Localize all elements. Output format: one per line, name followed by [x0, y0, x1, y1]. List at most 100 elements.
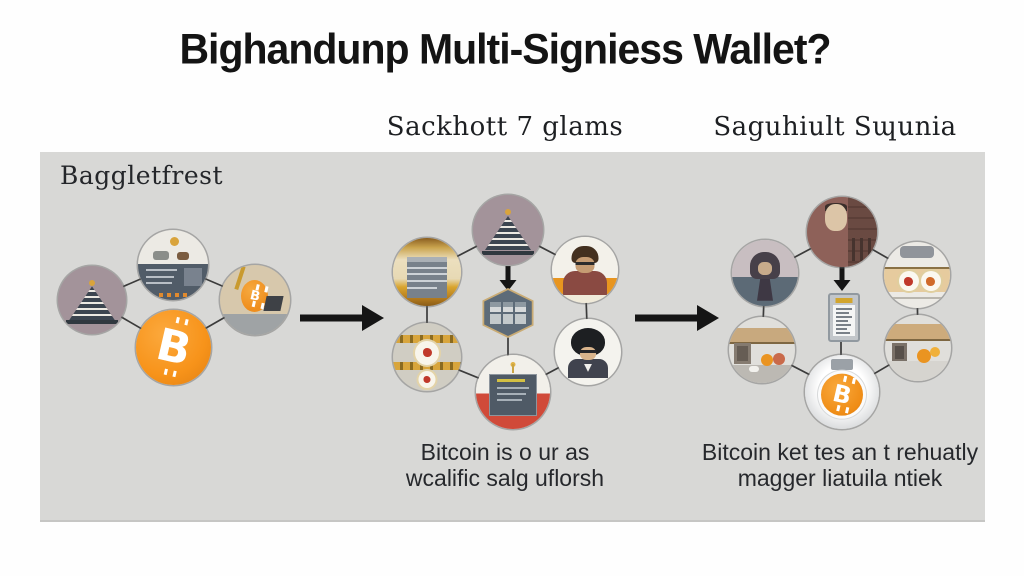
seal-emblem — [926, 276, 936, 286]
coin — [916, 349, 931, 364]
device-text-line — [836, 312, 849, 314]
pyramid-base — [482, 251, 534, 255]
coin-seals-icon — [884, 242, 950, 308]
key-cell — [490, 302, 501, 312]
caption-middle-line1: Bitcoin is o ur as — [420, 439, 590, 465]
document-title-line — [496, 378, 525, 382]
screen-dots — [159, 293, 187, 298]
key-cell — [502, 314, 514, 324]
signer-face — [575, 257, 595, 274]
bitcoin-balloon-icon: B — [220, 265, 290, 335]
clipboard-line — [406, 273, 448, 276]
window-frame — [891, 342, 907, 362]
mug — [748, 366, 759, 373]
clipboard-line — [406, 266, 448, 269]
vault-tab — [831, 358, 853, 370]
caption-middle-line2: wcalific salg uflorsh — [405, 465, 605, 491]
signer-face — [580, 346, 596, 360]
signer-darkhair-icon — [555, 319, 621, 385]
bitcoin-glyph: B — [151, 318, 196, 377]
shelf-line — [889, 296, 945, 299]
desk-object — [153, 251, 170, 260]
desk-coins-icon — [885, 315, 951, 381]
key-cell — [515, 302, 526, 312]
screen-line — [146, 269, 178, 272]
caption-right: Bitcoin ket tes an t rehuatly magger lia… — [668, 439, 1012, 491]
coin — [772, 353, 785, 366]
caption-middle: Bitcoin is o ur as wcalific salg uflorsh — [355, 439, 655, 491]
signer-glasses — [575, 262, 595, 266]
device-text-line — [836, 324, 851, 326]
device-text-line — [836, 332, 850, 334]
device-text-line — [836, 320, 848, 322]
dashboard-icon — [138, 230, 208, 300]
coin — [929, 346, 940, 357]
bitcoin-vault-icon: B — [805, 355, 879, 429]
pyramid-shape — [69, 286, 115, 321]
vault-core: B — [821, 374, 863, 417]
portrait-figure-icon — [807, 197, 877, 267]
device-text-line — [836, 328, 847, 330]
caption-right-line2: magger liatuila ntiek — [737, 465, 943, 491]
device-header-bar — [835, 298, 853, 303]
window-frame — [734, 343, 752, 365]
key-cell — [490, 314, 501, 324]
bitcoin-glyph: B — [829, 379, 855, 411]
document-line — [496, 386, 530, 389]
hardware-wallet-icon — [828, 293, 860, 342]
key-cell — [515, 314, 526, 324]
signer-body — [563, 271, 607, 296]
clipboard-line — [406, 280, 448, 283]
multisig-hexagon-icon — [479, 288, 537, 338]
panel-label: Baggletfrest — [60, 161, 223, 190]
seal-left — [898, 271, 919, 292]
bitcoin-coin-icon: B — [136, 310, 211, 385]
desk-surface — [729, 364, 795, 383]
laptop-icon — [263, 295, 284, 311]
red-document-icon — [476, 355, 550, 429]
device-text-line — [836, 316, 852, 318]
tan-band — [885, 324, 951, 341]
caption-right-line1: Bitcoin ket tes an t rehuatly — [701, 439, 979, 465]
top-object — [900, 245, 934, 258]
scaffold-lines — [851, 237, 873, 262]
desk-object — [177, 252, 190, 261]
screen-line — [146, 275, 175, 278]
desk-coins-icon — [729, 317, 795, 383]
coin — [760, 353, 773, 366]
signer-man-icon — [552, 237, 618, 303]
pyramid-shape — [485, 216, 531, 250]
hexagon-key-grid — [490, 302, 526, 324]
screen-panel — [184, 267, 203, 286]
portrait-face — [825, 204, 848, 231]
signer-collar — [584, 363, 592, 372]
coin-dot — [170, 237, 180, 246]
screen-line — [146, 281, 172, 284]
pyramid-top-dot — [505, 209, 511, 215]
gold-stripe — [393, 335, 461, 344]
pyramid-icon — [473, 195, 543, 265]
signer-glasses — [579, 350, 597, 354]
column-header-right: Saguhiult Sɰunia — [713, 112, 957, 142]
tan-band — [729, 327, 795, 345]
bitcoin-glyph: B — [247, 287, 262, 305]
wax-seals-icon — [393, 323, 461, 391]
hooded-figure-icon — [732, 240, 798, 306]
pyramid-top-dot — [89, 279, 95, 286]
device-text-line — [836, 308, 852, 310]
key-cell — [502, 302, 514, 312]
antenna — [512, 363, 514, 373]
desk-floor — [220, 314, 290, 335]
pyramid-base — [66, 320, 118, 325]
seal-small — [418, 370, 436, 388]
seal-right — [920, 271, 941, 292]
seal-emblem — [423, 375, 431, 383]
document-line — [496, 398, 522, 401]
page-title: Bighandunp Multi-Signiess Wallet? — [179, 24, 831, 74]
seal-emblem — [904, 276, 914, 286]
bitcoin-glyph-box: B — [136, 310, 211, 385]
clipboard-document-icon — [393, 238, 461, 306]
clipboard — [407, 257, 447, 299]
desk-surface — [885, 361, 951, 381]
